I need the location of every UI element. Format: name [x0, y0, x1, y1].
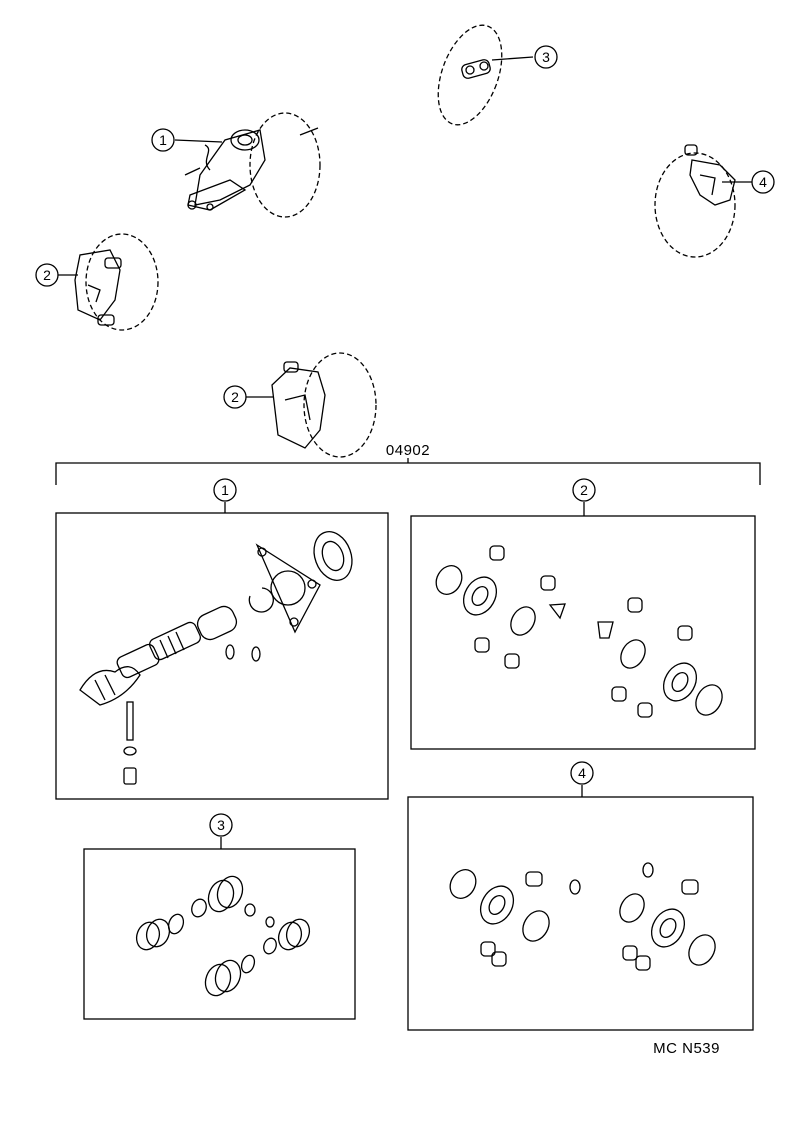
callout-2b-label: 2	[231, 389, 239, 405]
kit-2-parts	[435, 545, 723, 718]
callout-2b	[223, 385, 247, 409]
kit-3-box	[83, 848, 356, 1020]
kit-4-parts	[449, 862, 716, 971]
callout-3	[534, 45, 558, 69]
callout-1	[151, 128, 175, 152]
kit-4-callout	[570, 761, 594, 785]
kit-2-label: 2	[580, 482, 588, 498]
kit-1-label: 1	[221, 482, 229, 498]
caliper-assembly-front-left	[74, 233, 159, 331]
kit-3-parts	[135, 875, 311, 997]
wheel-cylinder-assembly	[437, 24, 503, 126]
stop-pin	[126, 701, 134, 741]
piston-assembly	[79, 605, 238, 706]
kit-bracket	[55, 462, 761, 485]
leader-line-1	[174, 139, 223, 143]
kit-4-box	[407, 796, 754, 1031]
caliper-assembly-rear	[654, 144, 736, 258]
figure-code: MC N539	[653, 1040, 720, 1057]
washer	[123, 746, 137, 756]
reservoir-grommet	[313, 531, 353, 581]
gasket-plate	[255, 543, 321, 634]
bleeder-bolt	[123, 767, 137, 785]
snap-ring	[248, 587, 274, 613]
kit-1-callout	[213, 478, 237, 502]
master-cylinder-assembly	[184, 112, 321, 218]
kit-2-box	[410, 515, 756, 750]
callout-1-label: 1	[159, 132, 167, 148]
callout-2a	[35, 263, 59, 287]
callout-4-label: 4	[759, 174, 767, 190]
kit-3-callout	[209, 813, 233, 837]
kit-2-callout	[572, 478, 596, 502]
callout-4	[751, 170, 775, 194]
callout-3-label: 3	[542, 49, 550, 65]
callout-2a-label: 2	[43, 267, 51, 283]
kit-1-parts	[79, 531, 353, 785]
kit-4-label: 4	[578, 765, 586, 781]
kit-code: 04902	[386, 442, 430, 459]
kit-3-label: 3	[217, 817, 225, 833]
leader-line-3	[491, 56, 534, 61]
caliper-assembly-front-right	[271, 352, 377, 458]
kit-1-box	[55, 512, 389, 800]
